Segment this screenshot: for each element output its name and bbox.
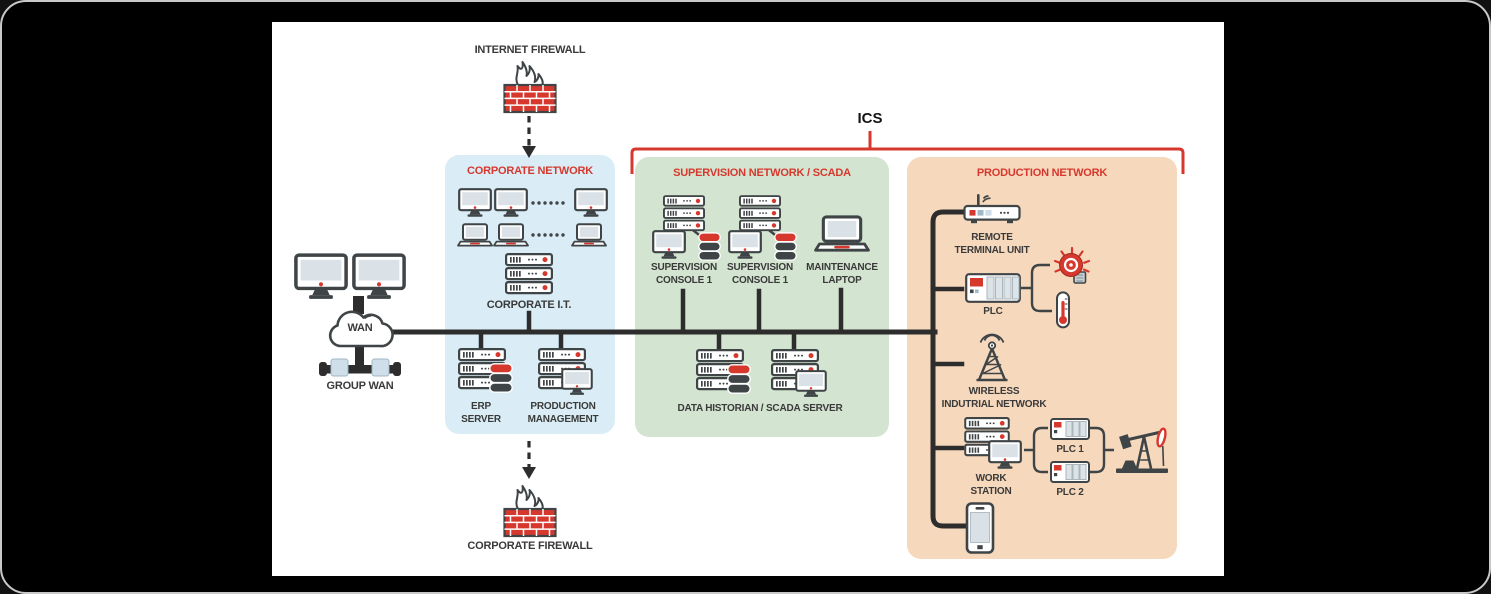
corporate-firewall-label: CORPORATE FIREWALL — [467, 540, 593, 552]
supervision-console2-monitor-icon — [728, 230, 762, 260]
wan-cloud-label: WAN — [347, 322, 373, 334]
wireless-industrial-network-label: WIRELESS INDUTRIAL NETWORK — [941, 386, 1047, 410]
pumpjack-bracket — [1090, 426, 1114, 474]
wan-monitor-icon — [294, 253, 348, 301]
wan-pad — [330, 358, 349, 377]
ellipsis-dots — [531, 233, 565, 237]
plc2-icon — [1050, 461, 1090, 483]
plc1-label: PLC 1 — [1056, 444, 1084, 455]
drop-lines — [478, 287, 844, 353]
erp-server-label: ERP SERVER — [461, 401, 501, 425]
radio-tower-icon — [975, 333, 1009, 382]
laptop-icon — [571, 223, 607, 247]
supervision-console2-database-icon — [774, 232, 797, 261]
desktop-monitor-icon — [494, 188, 528, 218]
plc-label: PLC — [983, 306, 1003, 317]
supervision-network-title: SUPERVISION NETWORK / SCADA — [673, 167, 851, 179]
wan-monitor-icon — [352, 253, 406, 301]
wan-pad — [371, 358, 390, 377]
desktop-monitor-icon — [574, 188, 608, 218]
remote-terminal-unit-label: REMOTE TERMINAL UNIT — [954, 232, 1030, 256]
erp-database-icon — [489, 363, 513, 393]
ics-bracket — [630, 147, 1185, 174]
plc-bracket — [1021, 263, 1052, 313]
internet-firewall-label: INTERNET FIREWALL — [474, 44, 586, 56]
plc-icon — [965, 273, 1021, 303]
wan-pole-bottom — [355, 347, 364, 369]
data-historian-label: DATA HISTORIAN / SCADA SERVER — [677, 403, 843, 414]
corporate-firewall-arrowhead — [522, 467, 536, 479]
ics-label: ICS — [857, 110, 883, 127]
supervision-console1-database-icon — [698, 232, 721, 261]
data-historian-database-icon — [727, 364, 751, 394]
laptop-icon — [493, 223, 529, 247]
internet-firewall-arrowhead — [522, 146, 536, 158]
corporate-firewall-icon — [503, 484, 557, 538]
desktop-monitor-icon — [458, 188, 492, 218]
pumpjack-icon — [1114, 426, 1170, 474]
scada-server-monitor-icon — [795, 370, 827, 398]
workstation-label: WORK STATION — [970, 473, 1012, 497]
corporate-it-server-icon — [506, 254, 552, 293]
wan-pole-top — [353, 296, 364, 314]
production-bus-line — [930, 209, 967, 529]
supervision-console1-label: SUPERVISION CONSOLE 1 — [651, 262, 717, 286]
supervision-console2-label: SUPERVISION CONSOLE 1 — [727, 262, 793, 286]
workstation-monitor-icon — [988, 440, 1022, 470]
group-wan-label: GROUP WAN — [326, 380, 394, 392]
smartphone-icon — [965, 502, 995, 554]
supervision-console1-monitor-icon — [652, 230, 686, 260]
workstation-bracket — [1024, 426, 1048, 474]
corporate-network-title: CORPORATE NETWORK — [467, 165, 593, 177]
plc2-label: PLC 2 — [1056, 487, 1084, 498]
production-management-label: PRODUCTION MANAGEMENT — [527, 401, 599, 425]
alarm-bell-icon — [1053, 246, 1091, 285]
supervision-console1-server-icon — [664, 196, 704, 230]
thermometer-icon — [1056, 291, 1070, 329]
laptop-icon — [457, 223, 493, 247]
ellipsis-dots — [531, 201, 565, 205]
internet-firewall-icon — [503, 60, 557, 114]
maintenance-laptop-icon — [814, 215, 870, 252]
production-management-monitor-icon — [561, 368, 593, 396]
remote-terminal-unit-icon — [963, 192, 1021, 225]
supervision-console2-server-icon — [740, 196, 780, 230]
maintenance-laptop-label: MAINTENANCE LAPTOP — [806, 262, 878, 286]
plc1-icon — [1050, 418, 1090, 440]
production-branch-stubs — [930, 286, 965, 451]
production-network-title: PRODUCTION NETWORK — [976, 167, 1108, 179]
corporate-it-label: CORPORATE I.T. — [486, 299, 572, 311]
production-network-box — [907, 157, 1177, 559]
